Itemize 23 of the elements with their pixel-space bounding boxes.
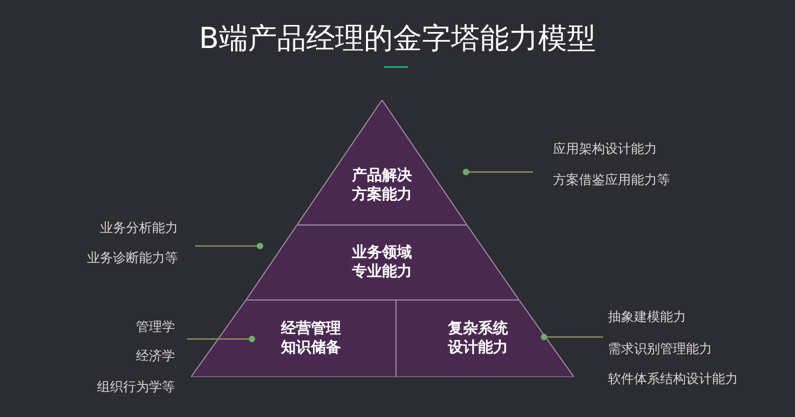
leader-line	[195, 242, 264, 250]
callout-text: 应用架构设计能力	[553, 142, 657, 158]
callout-text: 管理学	[136, 320, 175, 336]
leader-line	[540, 334, 603, 340]
section-label: 复杂系统设计能力	[446, 319, 509, 357]
callout-text: 经济学	[136, 349, 175, 365]
section-label: 经营管理知识储备	[280, 319, 342, 357]
leader-line	[462, 168, 533, 176]
pyramid-section	[396, 300, 574, 377]
pyramid-section	[297, 100, 467, 225]
section-label: 产品解决方案能力	[350, 166, 413, 204]
callout-text: 业务诊断能力等	[87, 251, 178, 267]
section-label: 业务领域专业能力	[351, 243, 413, 281]
pyramid-section	[246, 225, 519, 300]
callout-text: 软件体系结构设计能力	[608, 372, 738, 388]
callout-text: 抽象建模能力	[608, 310, 686, 326]
callout-text: 需求识别管理能力	[608, 342, 712, 358]
callout-text: 业务分析能力	[100, 221, 178, 237]
title: B端产品经理的金字塔能力模型	[198, 20, 597, 56]
leader-line	[187, 336, 256, 342]
callout-text: 组织行为学等	[97, 380, 175, 396]
callout-text: 方案借鉴应用能力等	[553, 173, 670, 189]
pyramid-section	[191, 300, 396, 377]
